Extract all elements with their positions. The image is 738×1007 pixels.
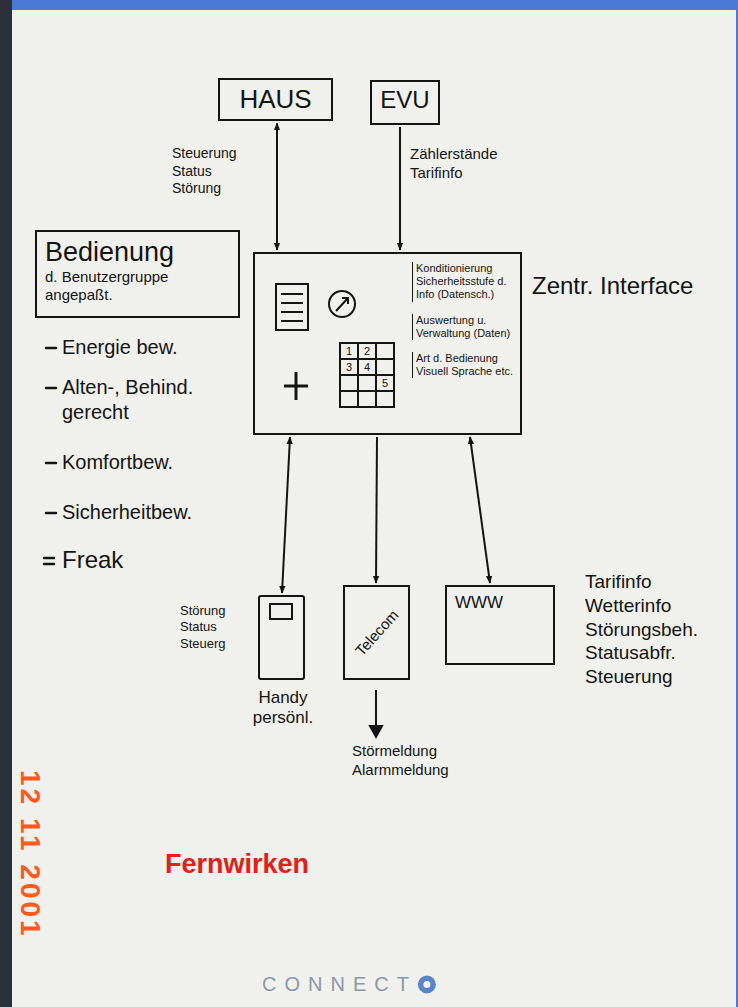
keypad-line (340, 358, 394, 360)
keypad-digit: 2 (358, 343, 376, 359)
telecom-box: Telecom (343, 585, 410, 680)
alarm-arrow (370, 690, 382, 737)
box-subtitle: d. Benutzergruppe angepaßt. (45, 268, 230, 304)
interface-icons (276, 284, 394, 407)
interface-heading: Zentr. Interface (532, 272, 693, 301)
connect-logo (418, 976, 436, 994)
keypad-digit: 4 (358, 359, 376, 375)
connector-arrow (276, 123, 278, 250)
paper-sheet (12, 10, 736, 1007)
interface-note: Auswertung u. Verwaltung (Daten) (412, 314, 514, 340)
utility-box: EVU (370, 80, 440, 125)
interface-notes: Konditionierung Sicherheitsstufe d. Info… (412, 262, 514, 390)
watermark: CONNECT (262, 972, 417, 997)
list-item: Alten-, Behind. gerecht (62, 375, 237, 425)
logo-ring (418, 976, 436, 994)
dial-arrow (336, 298, 348, 311)
phone-screen (270, 604, 292, 619)
box-heading: EVU (378, 86, 432, 115)
keypad-digit: 5 (376, 375, 394, 391)
list-item: Energie bew. (62, 335, 232, 360)
phone-functions: Störung Status Steuerg (180, 603, 250, 652)
box-heading: WWW (455, 593, 545, 613)
box-heading: Bedienung (45, 236, 230, 268)
telecom-text: Telecom (351, 606, 402, 660)
document-line (281, 302, 303, 304)
connector-arrow (282, 437, 290, 593)
document-line (281, 311, 303, 313)
bullet-dash (44, 563, 54, 566)
keypad-line (340, 374, 394, 376)
www-box: WWW (445, 585, 555, 665)
dial-icon (329, 291, 355, 317)
date-stamp: 12 11 2001 (13, 770, 48, 939)
connector-label: Zählerstände Tarifinfo (410, 145, 520, 183)
phone-caption: Handy persönl. (238, 688, 328, 729)
chart-topic: Fernwirken (165, 848, 385, 882)
alarm-arrow-shaft (375, 690, 377, 728)
web-functions: Tarifinfo Wetterinfo Störungsbeh. Status… (585, 570, 715, 689)
interface-box: Zentr. InterfaceKonditionierung Sicherhe… (253, 252, 522, 435)
document-icon (276, 284, 308, 330)
bullet-dash (46, 512, 56, 515)
list-item: Freak (62, 545, 232, 575)
logo-center (423, 981, 430, 988)
alarm-arrow-head (370, 726, 382, 737)
keypad-digit: 3 (340, 359, 358, 375)
document-line (281, 293, 303, 295)
keypad-digit: 1 (340, 343, 358, 359)
list-item: Komfortbew. (62, 450, 232, 475)
document-line (281, 320, 303, 322)
phone-box: Handy persönl. (258, 595, 305, 680)
alarm-message: Störmeldung Alarmmeldung (352, 742, 480, 780)
interface-note: Art d. Bedienung Visuell Sprache etc. (412, 352, 514, 378)
list-item: Sicherheitbew. (62, 500, 232, 525)
bullet-dash (46, 347, 56, 350)
connector-arrow (376, 437, 377, 583)
operation-box: Bedienungd. Benutzergruppe angepaßt. (35, 230, 240, 318)
bullet-dash (46, 462, 56, 465)
box-heading: HAUS (228, 84, 323, 115)
connector-label: Steuerung Status Störung (172, 145, 250, 198)
interface-note: Konditionierung Sicherheitsstufe d. Info… (412, 262, 514, 302)
keypad-grid (340, 343, 394, 407)
connector-arrow (470, 437, 490, 583)
connector-arrow (399, 127, 401, 250)
house-box: HAUS (218, 78, 333, 121)
cross-icon (284, 385, 308, 388)
bullet-dash (46, 387, 56, 390)
keypad-line (340, 390, 394, 392)
list-bullets (44, 348, 56, 564)
bullet-dash (44, 557, 54, 560)
photo-edge (0, 0, 12, 1007)
